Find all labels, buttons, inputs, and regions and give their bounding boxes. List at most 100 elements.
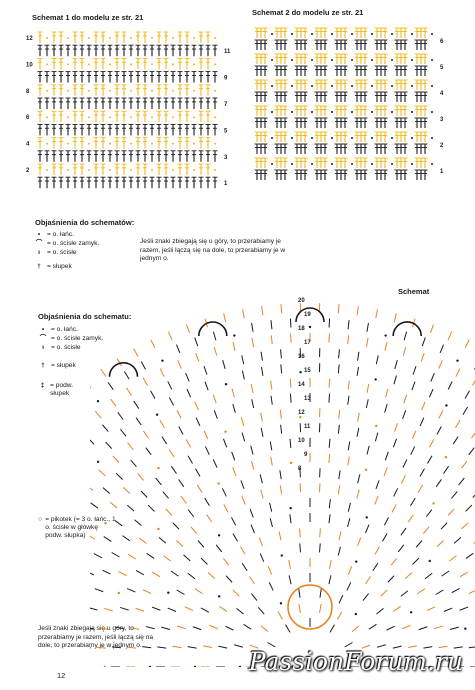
chain-stitch-mark xyxy=(311,59,313,61)
stitch-mark xyxy=(347,395,350,405)
chain-stitch-mark xyxy=(157,527,160,531)
stitch-mark xyxy=(204,446,210,455)
stitch-mark xyxy=(393,375,397,385)
chain-stitch-mark xyxy=(391,163,393,165)
chain-stitch-mark xyxy=(311,85,313,87)
stitch-mark xyxy=(260,412,263,422)
chain-stitch-mark xyxy=(67,116,69,119)
chain-stitch-mark xyxy=(464,627,467,630)
stitch-mark xyxy=(269,441,273,451)
stitch-mark xyxy=(280,424,283,434)
stitch-mark xyxy=(240,417,245,427)
stitch-mark xyxy=(267,566,273,575)
stitch-mark xyxy=(221,488,227,497)
stitch-mark xyxy=(194,401,199,411)
stitch-mark xyxy=(251,593,258,601)
stitch-mark xyxy=(167,607,177,612)
stitch-mark xyxy=(356,427,360,437)
stitch-mark xyxy=(215,544,223,553)
chain-stitch-mark xyxy=(289,506,292,510)
stitch-mark xyxy=(270,320,273,330)
stitch-mark xyxy=(429,324,434,334)
chain-stitch-mark xyxy=(214,169,216,171)
chain-stitch-mark xyxy=(172,169,174,171)
chain-stitch-mark xyxy=(130,116,132,119)
stitch-mark xyxy=(288,575,292,585)
stitch-mark xyxy=(328,499,331,509)
stitch-mark xyxy=(356,306,359,316)
stitch-mark xyxy=(391,504,397,513)
stitch-mark xyxy=(347,502,351,512)
chain-stitch-mark xyxy=(431,163,433,165)
row-number: 15 xyxy=(304,368,311,374)
stitch-mark xyxy=(328,575,332,585)
chain-stitch-mark xyxy=(371,163,373,165)
chain-stitch-mark xyxy=(96,460,100,463)
chain-stitch-mark xyxy=(109,37,111,39)
stitch-mark xyxy=(441,570,450,577)
stitch-mark xyxy=(212,459,218,468)
stitch-mark xyxy=(403,394,408,404)
stitch-mark xyxy=(387,575,395,583)
row-number: 7 xyxy=(224,102,228,108)
stitch-mark xyxy=(434,625,443,630)
stitch-mark xyxy=(130,626,140,630)
stitch-mark xyxy=(298,603,301,613)
chain-stitch-mark xyxy=(365,516,368,519)
chain-stitch-mark xyxy=(193,37,195,39)
stitch-mark xyxy=(472,494,475,498)
stitch-mark xyxy=(328,318,331,328)
stitch-mark xyxy=(436,426,442,435)
stitch-mark xyxy=(187,646,197,649)
stitch-mark xyxy=(195,417,201,427)
stitch-mark xyxy=(147,504,155,512)
stitch-mark xyxy=(187,509,195,518)
stitch-mark xyxy=(447,331,452,341)
stitch-mark xyxy=(415,540,423,548)
stitch-mark xyxy=(222,558,230,566)
chain-stitch-mark xyxy=(46,116,48,119)
stitch-mark xyxy=(137,473,145,481)
stitch-mark xyxy=(96,646,106,649)
chain-stitch-mark xyxy=(331,163,333,165)
stitch-mark xyxy=(155,477,162,486)
stitch-mark xyxy=(347,456,350,466)
stitch-mark xyxy=(127,442,134,451)
stitch-mark xyxy=(280,349,282,359)
stitch-mark xyxy=(386,625,395,631)
chain-stitch-mark xyxy=(291,59,293,61)
row-number: 6 xyxy=(26,115,30,121)
stitch-mark xyxy=(231,451,236,461)
stitch-mark xyxy=(168,397,174,406)
chain-stitch-mark xyxy=(46,63,48,66)
stitch-mark xyxy=(461,460,468,469)
stitch-mark xyxy=(471,432,475,439)
stitch-mark xyxy=(90,385,92,389)
stitch-mark xyxy=(451,588,460,594)
chain-stitch-mark xyxy=(311,137,313,139)
chain-stitch-mark xyxy=(456,359,459,362)
stitch-mark xyxy=(393,488,399,497)
fan-arc xyxy=(108,362,139,377)
stitch-mark xyxy=(410,497,416,507)
chain-stitch-mark xyxy=(351,85,353,87)
stitch-mark xyxy=(459,571,468,578)
chain-stitch-mark xyxy=(374,378,377,381)
stitch-mark xyxy=(366,383,370,393)
stitch-mark xyxy=(374,495,379,505)
stitch-mark xyxy=(165,508,173,516)
stitch-mark xyxy=(196,484,203,493)
chain-stitch-mark xyxy=(291,111,293,113)
chain-stitch-mark xyxy=(193,63,195,66)
chain-stitch-mark xyxy=(411,163,413,165)
chain-stitch-mark xyxy=(354,560,358,563)
chain-stitch-mark xyxy=(391,33,393,35)
chain-stitch-mark xyxy=(311,33,313,35)
stitch-mark xyxy=(328,514,331,524)
stitch-mark xyxy=(213,346,218,356)
schemat1-title: Schemat 1 do modelu ze str. 21 xyxy=(32,13,144,22)
stitch-mark xyxy=(178,479,185,488)
stitch-mark xyxy=(111,552,120,558)
stitch-mark xyxy=(158,536,167,544)
